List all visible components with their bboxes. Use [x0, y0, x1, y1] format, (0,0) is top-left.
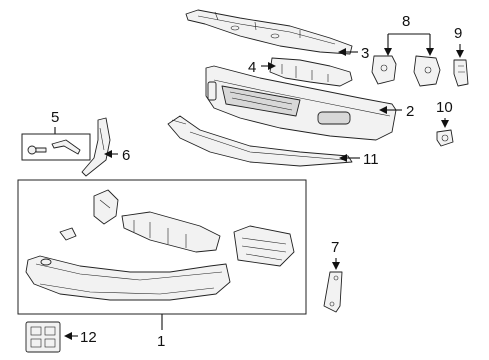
part-5-box: [21, 133, 91, 161]
callout-12: 12: [64, 329, 97, 346]
rear-bumper-part: [25, 227, 231, 301]
callout-label-12: 12: [80, 329, 97, 346]
clip-part-9: [453, 59, 469, 87]
step-bracket-part: [233, 225, 295, 267]
nut-part-10: [436, 129, 454, 147]
callout-2: 2: [379, 103, 414, 120]
bolt-part-5: [27, 139, 81, 155]
bracket-left-part: [371, 55, 397, 85]
callout-label-2: 2: [406, 103, 414, 120]
license-bracket-part-12: [25, 321, 61, 353]
strap-part-7: [323, 271, 343, 313]
callout-label-1: 1: [157, 333, 165, 350]
callout-5: 5: [51, 109, 59, 134]
callout-3: 3: [338, 45, 369, 62]
bracket-right-part: [413, 55, 441, 87]
step-pad-part: [121, 211, 221, 253]
callout-10: 10: [436, 99, 453, 128]
callout-11: 11: [339, 151, 379, 168]
callout-label-4: 4: [248, 59, 256, 76]
bracket-part-6: [81, 117, 111, 177]
callout-label-9: 9: [454, 25, 462, 42]
callout-label-3: 3: [361, 45, 369, 62]
callout-label-11: 11: [363, 151, 379, 168]
callout-9: 9: [454, 25, 464, 58]
callout-label-8: 8: [402, 13, 410, 30]
callout-4: 4: [248, 59, 276, 76]
upper-cover-part: [185, 9, 353, 55]
callout-label-5: 5: [51, 109, 59, 126]
callout-1: 1: [157, 314, 165, 350]
reinforcement-part: [269, 57, 353, 87]
side-bracket-part: [93, 189, 119, 225]
callout-label-6: 6: [122, 147, 130, 164]
deflector-part: [167, 115, 353, 167]
callout-8: 8: [384, 13, 434, 56]
callout-7: 7: [331, 239, 340, 270]
front-bumper-part: [205, 65, 397, 141]
callout-label-7: 7: [331, 239, 339, 256]
callout-label-10: 10: [436, 99, 453, 116]
callout-6: 6: [104, 147, 130, 164]
